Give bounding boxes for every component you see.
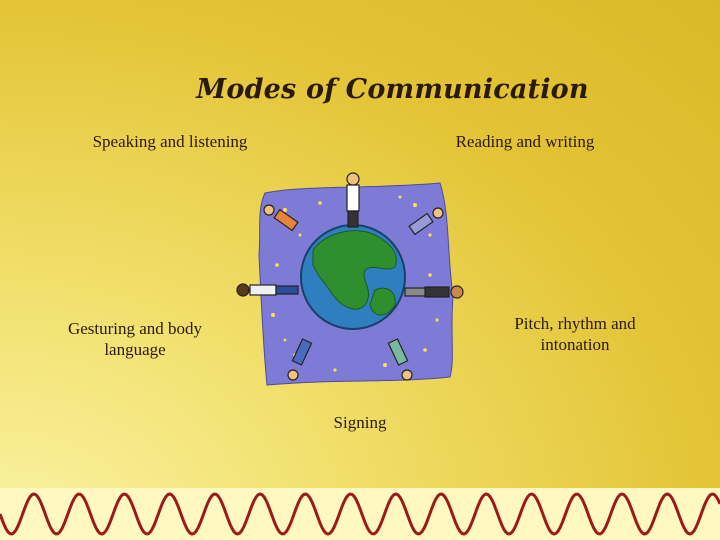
wave-line-icon <box>0 492 720 536</box>
label-pitch-rhythm-intonation: Pitch, rhythm and intonation <box>514 314 636 355</box>
label-gesturing-body-language: Gesturing and body language <box>67 319 203 360</box>
label-reading-writing: Reading and writing <box>455 132 595 151</box>
people <box>236 172 464 381</box>
globe-with-people-icon <box>236 172 464 386</box>
globe-land <box>312 230 397 310</box>
label-speaking-listening: Speaking and listening <box>92 132 248 151</box>
decorative-wave-band <box>0 488 720 540</box>
label-signing: Signing <box>333 413 387 432</box>
slide-title: Modes of Communication <box>196 74 589 105</box>
